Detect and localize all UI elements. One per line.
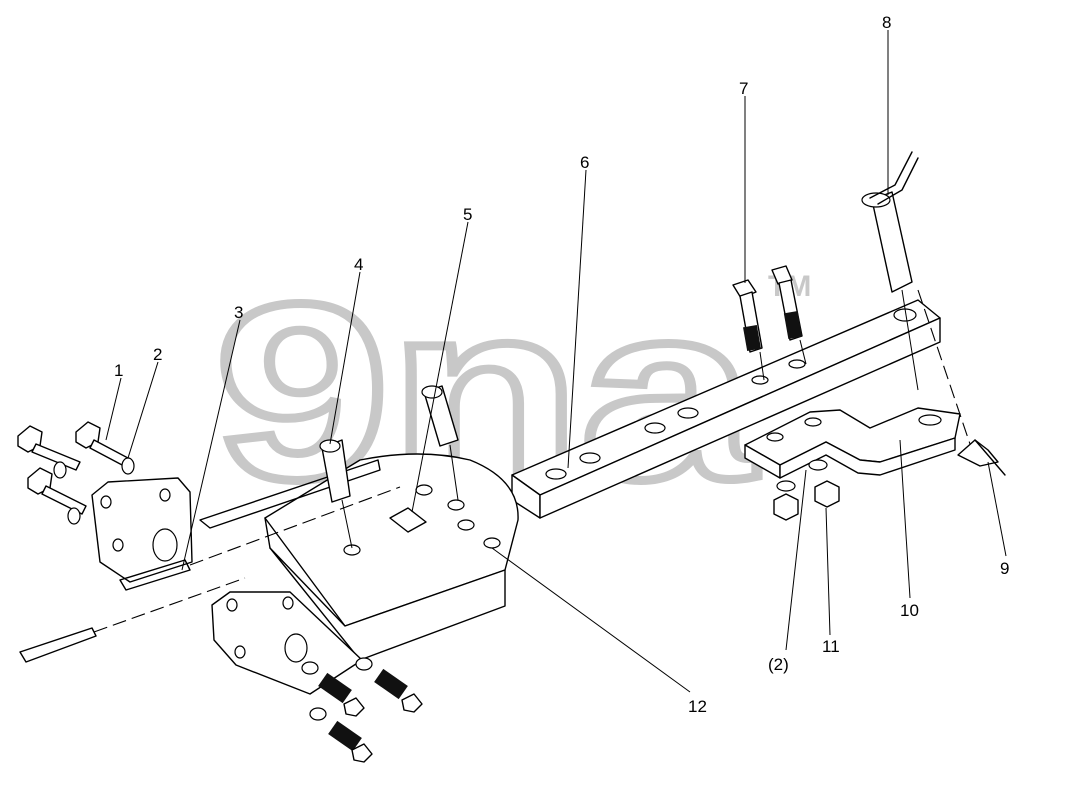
hitch-pin-part-8 <box>861 151 973 451</box>
lower-bracket <box>19 577 423 763</box>
callouts: 1 2 3 4 5 6 7 8 9 10 11 (2) 12 <box>114 13 1009 716</box>
callout-12: 12 <box>688 697 707 716</box>
drawbar-part-6 <box>511 299 941 519</box>
callout-3: 3 <box>234 303 243 322</box>
callout-2b: (2) <box>768 655 789 674</box>
callout-7: 7 <box>739 79 748 98</box>
clip-part-9 <box>957 439 1006 476</box>
callout-11: 11 <box>822 637 840 656</box>
callout-5: 5 <box>463 205 472 224</box>
callout-2: 2 <box>153 345 162 364</box>
callout-1: 1 <box>114 361 123 380</box>
callout-4: 4 <box>354 255 363 274</box>
bolts-part-7 <box>732 265 807 381</box>
hitch-plate-part-12 <box>199 453 519 661</box>
clevis-bracket-part-10 <box>744 407 961 479</box>
callout-8: 8 <box>882 13 891 32</box>
callout-9: 9 <box>1000 559 1009 578</box>
leader-lines <box>105 30 1007 693</box>
callout-6: 6 <box>580 153 589 172</box>
nuts-washers-parts-11-2 <box>773 459 840 521</box>
left-bracket-parts-1-2-3 <box>17 421 401 591</box>
callout-10: 10 <box>900 601 919 620</box>
